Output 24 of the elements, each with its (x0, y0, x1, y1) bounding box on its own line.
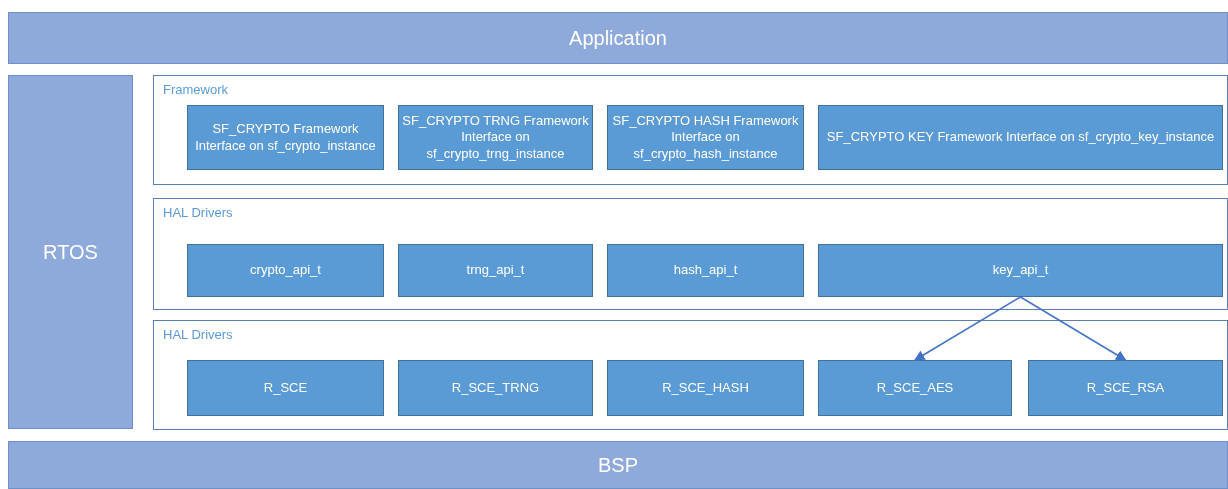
arrow (1019, 296, 1127, 361)
layer-panel (153, 75, 1228, 185)
module-box: R_SCE_TRNG (398, 360, 593, 416)
layer-bar: BSP (8, 441, 1228, 489)
layer-bar: Application (8, 12, 1228, 64)
panel-heading: HAL Drivers (163, 327, 233, 342)
layer-panel (153, 320, 1228, 430)
module-box: SF_CRYPTO KEY Framework Interface on sf_crypto_key_instance (818, 105, 1223, 170)
layer-bar: RTOS (8, 75, 133, 429)
module-box: SF_CRYPTO HASH Framework Interface on sf_crypto_hash_instance (607, 105, 804, 170)
panel-heading: HAL Drivers (163, 205, 233, 220)
arrow (914, 296, 1022, 361)
module-box: R_SCE_HASH (607, 360, 804, 416)
layer-panel (153, 198, 1228, 310)
module-box: hash_api_t (607, 244, 804, 297)
module-box: key_api_t (818, 244, 1223, 297)
module-box: R_SCE (187, 360, 384, 416)
module-box: R_SCE_AES (818, 360, 1012, 416)
module-box: crypto_api_t (187, 244, 384, 297)
module-box: R_SCE_RSA (1028, 360, 1223, 416)
panel-heading: Framework (163, 82, 228, 97)
module-box: trng_api_t (398, 244, 593, 297)
module-box: SF_CRYPTO TRNG Framework Interface on sf_crypto_trng_instance (398, 105, 593, 170)
module-box: SF_CRYPTO Framework Interface on sf_crypto_instance (187, 105, 384, 170)
